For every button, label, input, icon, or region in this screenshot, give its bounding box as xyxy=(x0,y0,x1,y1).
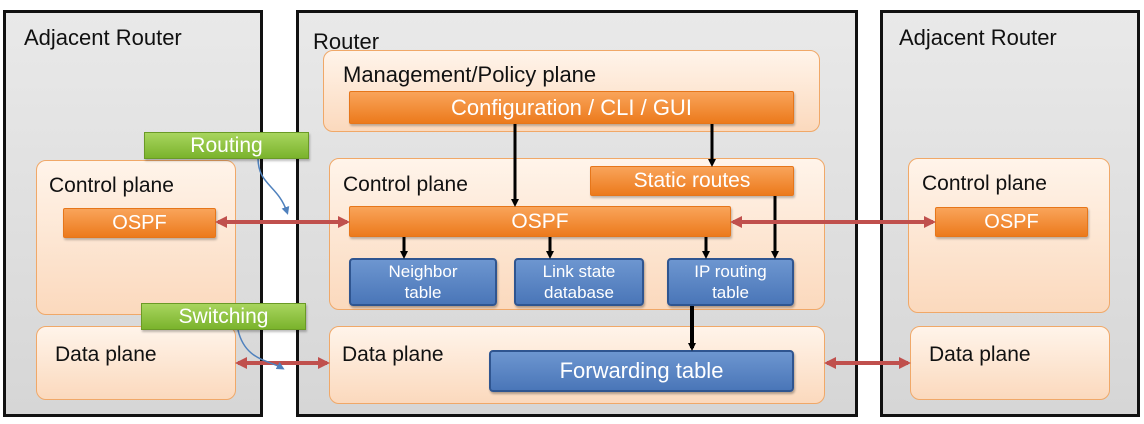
right-control-plane-title: Control plane xyxy=(922,172,1047,195)
link-state-database-line1: Link state xyxy=(542,262,616,281)
right-data-plane: Data plane xyxy=(910,326,1110,400)
link-state-database: Link state database xyxy=(514,258,644,306)
configuration-cli-gui: Configuration / CLI / GUI xyxy=(349,91,794,124)
left-ospf: OSPF xyxy=(63,208,216,238)
left-router-title: Adjacent Router xyxy=(24,25,182,50)
forwarding-table: Forwarding table xyxy=(489,350,794,392)
left-control-plane-title: Control plane xyxy=(49,174,174,197)
neighbor-table-line1: Neighbor xyxy=(388,262,458,281)
routing-curve-arrow xyxy=(257,157,290,215)
router-data-plane-title: Data plane xyxy=(342,343,444,366)
router-title: Router xyxy=(313,29,380,54)
ip-routing-table-line2: table xyxy=(712,283,749,302)
neighbor-table-line2: table xyxy=(404,283,442,302)
ip-routing-table: IP routing table xyxy=(667,258,794,306)
management-plane-title: Management/Policy plane xyxy=(343,62,597,87)
switching-tag: Switching xyxy=(141,303,306,330)
left-data-plane-title: Data plane xyxy=(55,343,157,366)
switching-curve-arrow xyxy=(237,329,285,370)
static-routes: Static routes xyxy=(590,166,794,196)
link-state-database-line2: database xyxy=(544,283,614,302)
router-ospf: OSPF xyxy=(349,206,731,237)
right-router-title: Adjacent Router xyxy=(899,25,1057,50)
right-data-plane-title: Data plane xyxy=(929,343,1031,366)
routing-tag: Routing xyxy=(144,132,309,159)
ip-routing-table-line1: IP routing xyxy=(694,262,767,281)
router-control-plane-title: Control plane xyxy=(343,173,468,196)
neighbor-table: Neighbor table xyxy=(349,258,497,306)
